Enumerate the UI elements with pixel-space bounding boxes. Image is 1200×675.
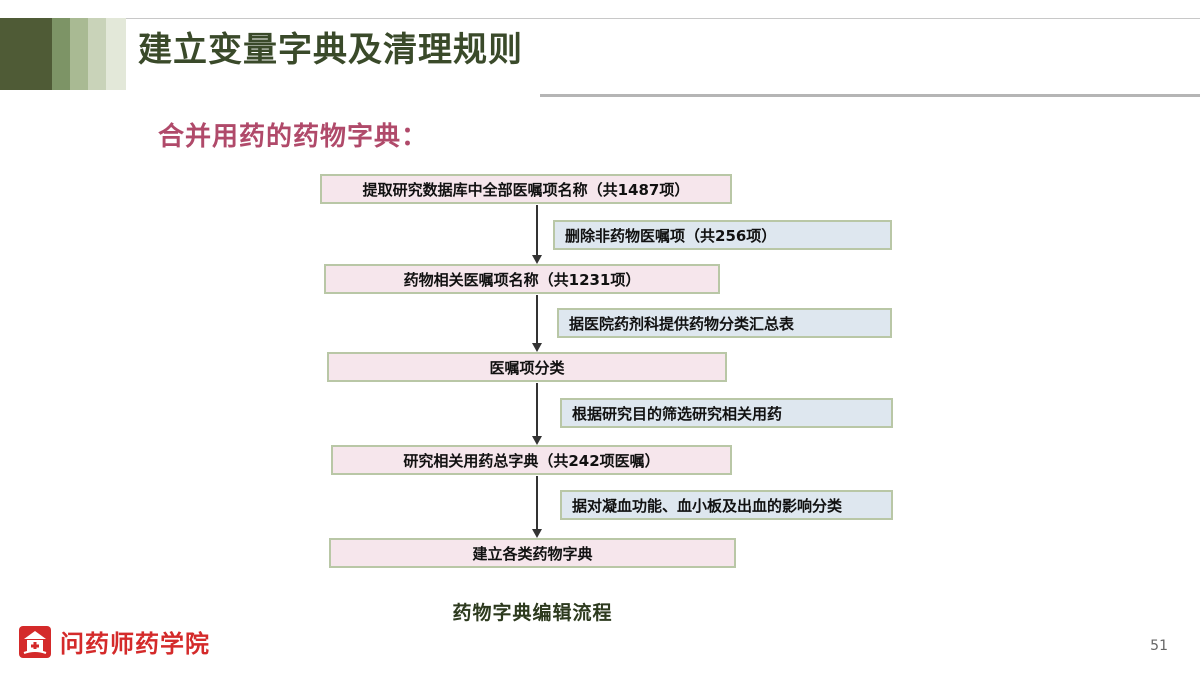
slide-subtitle: 合并用药的药物字典： (158, 122, 429, 152)
pharmacy-academy-logo-icon (19, 625, 51, 658)
flow-arrow-2 (536, 295, 538, 343)
flow-caption: 药物字典编辑流程 (452, 602, 613, 624)
footer-logo: 问药师药学院 (18, 624, 210, 659)
page-number: 51 (1150, 638, 1168, 654)
flow-step-3: 医嘱项分类 (327, 352, 727, 382)
flow-arrowhead-1 (532, 255, 542, 264)
header-stripes (0, 18, 126, 90)
slide-title: 建立变量字典及清理规则 (138, 30, 523, 70)
flow-action-2: 据医院药剂科提供药物分类汇总表 (557, 308, 892, 338)
title-rule-top (126, 18, 1200, 19)
flow-arrow-1 (536, 205, 538, 255)
flow-step-4: 研究相关用药总字典（共242项医嘱） (331, 445, 732, 475)
flow-arrow-3 (536, 383, 538, 436)
flow-arrowhead-3 (532, 436, 542, 445)
flow-step-2: 药物相关医嘱项名称（共1231项） (324, 264, 720, 294)
flow-arrowhead-2 (532, 343, 542, 352)
title-rule-bottom (540, 94, 1200, 97)
flow-step-5: 建立各类药物字典 (329, 538, 736, 568)
logo-text: 问药师药学院 (60, 630, 210, 658)
flow-arrowhead-4 (532, 529, 542, 538)
flow-action-4: 据对凝血功能、血小板及出血的影响分类 (560, 490, 893, 520)
flow-arrow-4 (536, 476, 538, 529)
flow-step-1: 提取研究数据库中全部医嘱项名称（共1487项） (320, 174, 732, 204)
flow-action-3: 根据研究目的筛选研究相关用药 (560, 398, 893, 428)
flow-action-1: 删除非药物医嘱项（共256项） (553, 220, 892, 250)
